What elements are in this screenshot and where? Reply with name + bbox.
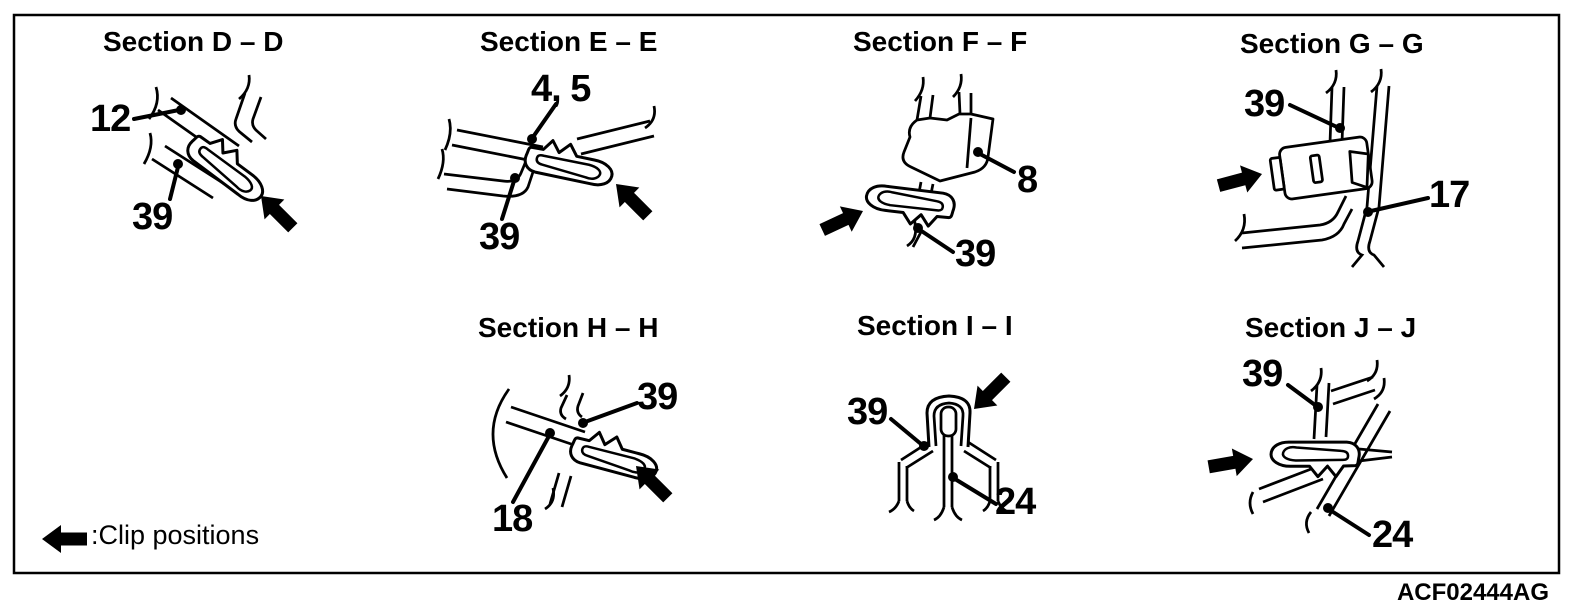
clip-position-arrow-icon — [814, 196, 871, 245]
clip-position-arrow-icon — [42, 525, 87, 553]
section-f-drawing — [814, 73, 1016, 254]
clip-position-arrow-icon — [1213, 159, 1267, 201]
clip-e — [521, 132, 619, 194]
section-j-drawing — [1204, 359, 1393, 537]
section-d-callout-12: 12 — [90, 98, 131, 140]
section-j-callout-24: 24 — [1372, 514, 1413, 556]
section-h-title: Section H – H — [478, 312, 659, 343]
section-g-drawing — [1213, 68, 1430, 268]
section-j-callout-39: 39 — [1242, 353, 1283, 395]
section-f-title: Section F – F — [853, 26, 1028, 57]
section-i-title: Section I – I — [857, 310, 1013, 341]
clip-position-arrow-icon — [962, 365, 1018, 421]
section-d-callout-39: 39 — [132, 196, 173, 238]
section-g-callout-39: 39 — [1244, 83, 1285, 125]
section-d-title: Section D – D — [103, 26, 284, 57]
section-h-drawing — [491, 374, 680, 511]
section-g-title: Section G – G — [1240, 28, 1424, 59]
section-f-callout-39: 39 — [955, 233, 996, 275]
section-h-callout-18: 18 — [492, 498, 533, 540]
section-e-drawing — [436, 102, 660, 228]
clip-f — [861, 178, 958, 233]
section-d-drawing — [132, 74, 305, 240]
section-g-callout-17: 17 — [1429, 174, 1470, 216]
section-e-callout-4-5: 4, 5 — [531, 68, 591, 110]
section-i-callout-24: 24 — [995, 481, 1036, 523]
diagram-border-frame — [12, 13, 1561, 575]
section-e-title: Section E – E — [480, 26, 658, 57]
clip-j — [1268, 436, 1362, 481]
clip-position-arrow-icon — [604, 172, 660, 228]
figure-code: ACF02444AG — [1396, 579, 1549, 606]
section-f-callout-8: 8 — [1017, 159, 1038, 201]
section-j-title: Section J – J — [1245, 312, 1417, 343]
section-e-callout-39: 39 — [479, 216, 520, 258]
section-i-drawing — [888, 365, 1018, 522]
section-i-callout-39: 39 — [847, 391, 888, 433]
clip-position-arrow-icon — [1204, 443, 1257, 482]
legend-label: :Clip positions — [91, 520, 260, 550]
section-h-callout-39: 39 — [637, 376, 678, 418]
